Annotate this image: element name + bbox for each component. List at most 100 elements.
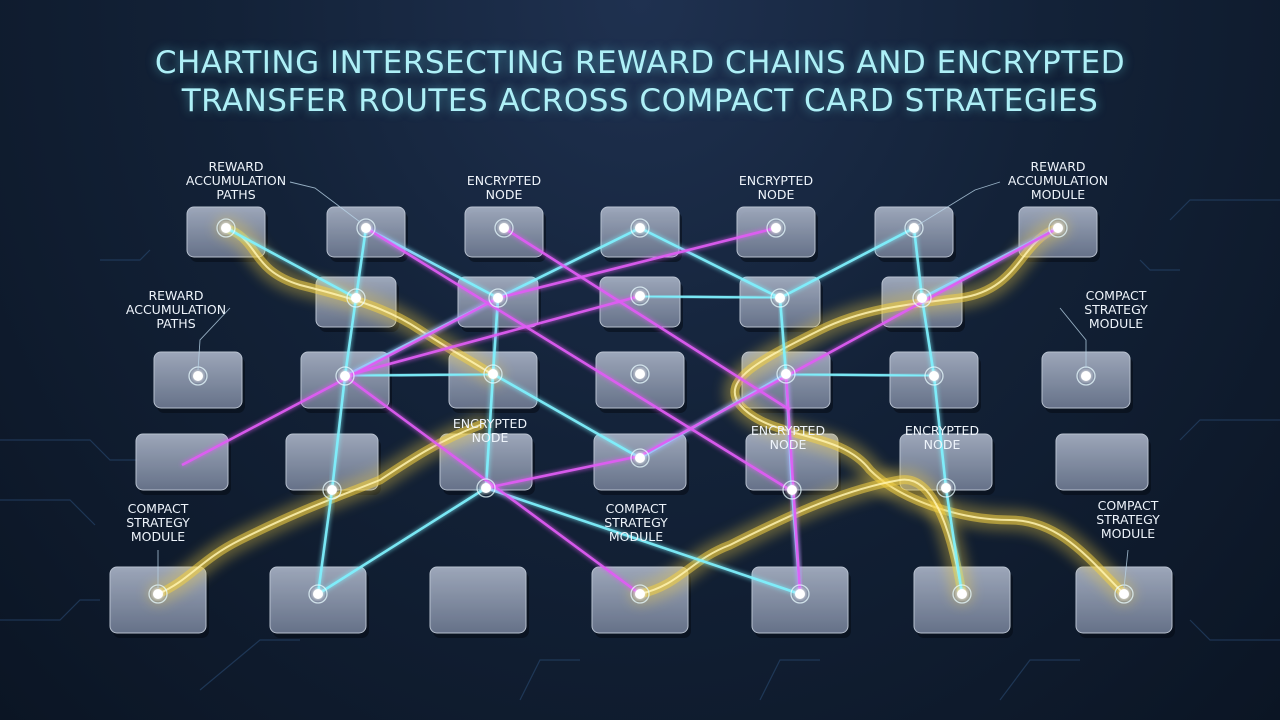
node-dot bbox=[795, 589, 805, 599]
node-label-line: PATHS bbox=[156, 316, 195, 331]
transfer-route-line bbox=[484, 373, 495, 489]
transfer-route-line bbox=[785, 372, 935, 378]
node-ring bbox=[630, 584, 650, 604]
node-dot bbox=[221, 223, 231, 233]
title-line-1: CHARTING INTERSECTING REWARD CHAINS AND … bbox=[154, 45, 1126, 81]
transfer-route-line bbox=[365, 226, 499, 300]
node-dot bbox=[488, 369, 498, 379]
circuit-trace bbox=[199, 639, 300, 691]
node-ring bbox=[476, 478, 496, 498]
node-dot bbox=[781, 369, 791, 379]
node-label-line: STRATEGY bbox=[604, 515, 668, 530]
tile bbox=[751, 566, 849, 634]
tile bbox=[269, 566, 367, 634]
encrypted-route-line bbox=[784, 373, 802, 595]
node-label-line: NODE bbox=[472, 430, 509, 445]
node-label-line: COMPACT bbox=[128, 501, 189, 516]
circuit-trace bbox=[1169, 199, 1280, 221]
nodes bbox=[148, 218, 1134, 604]
node-dot bbox=[635, 291, 645, 301]
transfer-route-line bbox=[944, 487, 964, 595]
node-ring bbox=[770, 288, 790, 308]
node-label-line: MODULE bbox=[609, 529, 663, 544]
circuit-trace bbox=[1189, 619, 1280, 641]
node-dot bbox=[193, 371, 203, 381]
node-ring bbox=[346, 288, 366, 308]
node-label-line: MODULE bbox=[1031, 187, 1085, 202]
reward-chain-core bbox=[639, 478, 963, 595]
circuit-trace bbox=[519, 659, 580, 701]
node-label-line: ENCRYPTED bbox=[739, 173, 813, 188]
transfer-route-line bbox=[920, 297, 936, 377]
transfer-route-line bbox=[343, 297, 358, 377]
node-ring bbox=[936, 478, 956, 498]
transfer-route-line bbox=[344, 372, 494, 378]
label-leader bbox=[289, 181, 361, 223]
node-label-line: NODE bbox=[924, 437, 961, 452]
tile bbox=[135, 433, 229, 491]
node-dot bbox=[635, 589, 645, 599]
transfer-route-line bbox=[492, 372, 641, 460]
encrypted-route-line bbox=[344, 374, 641, 596]
transfer-route-line bbox=[497, 226, 641, 300]
node-ring bbox=[782, 480, 802, 500]
circuit-trace bbox=[0, 499, 96, 526]
node-dot bbox=[771, 223, 781, 233]
node-ring bbox=[630, 286, 650, 306]
encrypted-route-line bbox=[485, 454, 641, 490]
transfer-route-line bbox=[225, 226, 357, 300]
encrypted-route-line bbox=[181, 296, 499, 467]
node-dot bbox=[635, 453, 645, 463]
circuit-trace bbox=[759, 659, 820, 701]
node-dot bbox=[929, 371, 939, 381]
node-ring bbox=[952, 584, 972, 604]
node-label-line: REWARD bbox=[1030, 159, 1085, 174]
node-ring bbox=[483, 364, 503, 384]
node-ring bbox=[356, 218, 376, 238]
circuit-trace bbox=[100, 249, 151, 261]
node-ring bbox=[790, 584, 810, 604]
node-ring bbox=[322, 480, 342, 500]
node-label-line: MODULE bbox=[1101, 526, 1155, 541]
node-dot bbox=[941, 483, 951, 493]
page-title: CHARTING INTERSECTING REWARD CHAINS AND … bbox=[0, 44, 1280, 120]
encrypted-route-line bbox=[639, 226, 1059, 458]
circuit-trace bbox=[0, 599, 100, 621]
node-ring bbox=[1048, 218, 1068, 238]
node-label-line: ENCRYPTED bbox=[453, 416, 527, 431]
transfer-route-line bbox=[639, 294, 781, 300]
encrypted-route-line bbox=[497, 226, 777, 300]
label-leaders bbox=[157, 181, 1129, 589]
encrypted-route-line bbox=[503, 226, 791, 412]
node-label-line: MODULE bbox=[1089, 316, 1143, 331]
node-ring bbox=[924, 366, 944, 386]
node-ring bbox=[630, 364, 650, 384]
node-dot bbox=[351, 293, 361, 303]
node-label-line: COMPACT bbox=[1098, 498, 1159, 513]
node-label-line: ACCUMULATION bbox=[1008, 173, 1108, 188]
label-leader bbox=[917, 181, 1001, 226]
node-ring bbox=[308, 584, 328, 604]
node-ring bbox=[630, 448, 650, 468]
transfer-route-line bbox=[779, 226, 915, 300]
label-leader bbox=[1123, 549, 1129, 589]
tile bbox=[429, 566, 527, 634]
circuit-trace bbox=[1179, 419, 1280, 441]
node-ring bbox=[776, 364, 796, 384]
node-label-line: REWARD bbox=[148, 288, 203, 303]
node-dot bbox=[775, 293, 785, 303]
reward-chain-core bbox=[225, 227, 494, 376]
node-dot bbox=[917, 293, 927, 303]
node-label-line: REWARD bbox=[208, 159, 263, 174]
node-label-line: STRATEGY bbox=[1084, 302, 1148, 317]
transfer-route-line bbox=[912, 227, 924, 299]
